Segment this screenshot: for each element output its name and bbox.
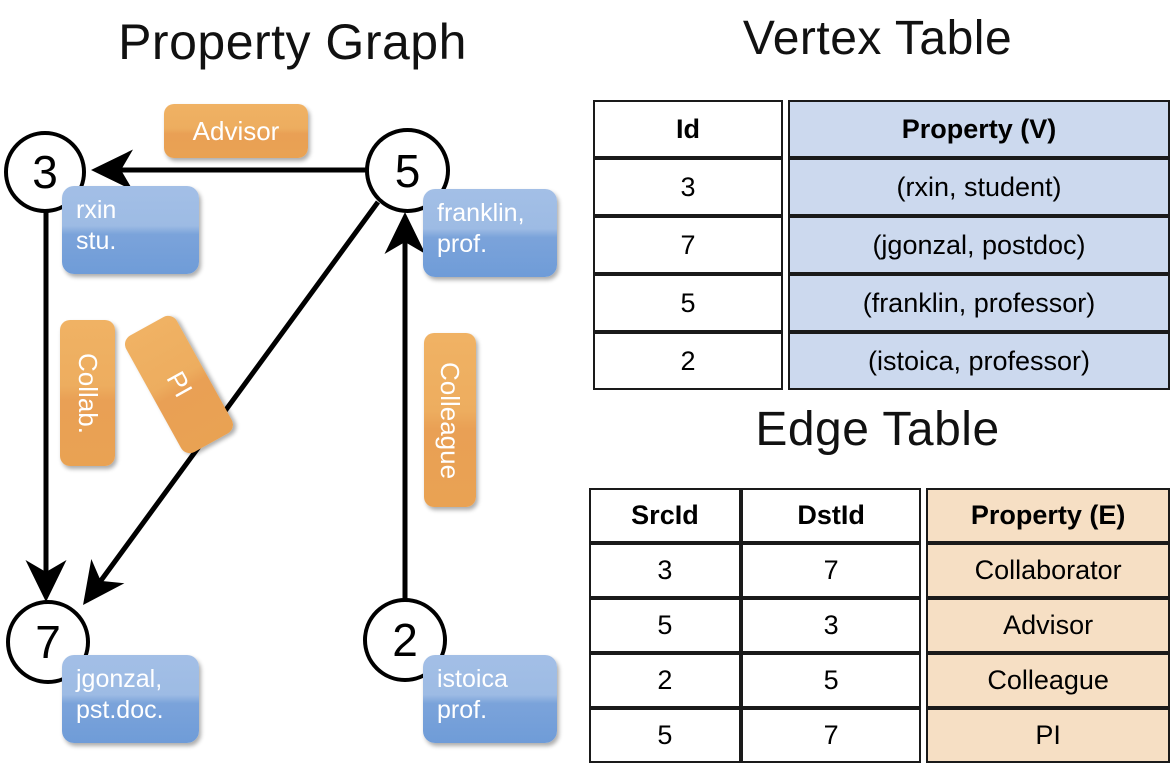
edge-table-header-row: SrcId DstId Property (E) (589, 488, 1170, 543)
graph-edge-label-colleague-text: Colleague (435, 361, 466, 479)
vertex-row-0-property: (rxin, student) (788, 158, 1170, 216)
table-row[interactable]: 5 3 Advisor (589, 598, 1170, 653)
graph-node-7-property-box[interactable]: jgonzal, pst.doc. (62, 655, 199, 743)
page-title-vertex-table: Vertex Table (742, 12, 1013, 65)
graph-node-2[interactable]: 2 (363, 598, 447, 682)
property-graph-diagram: 3 5 7 2 rxin stu. franklin, prof. jgonza… (0, 0, 585, 760)
edge-table-header-srcid: SrcId (589, 488, 741, 543)
table-row[interactable]: 3 7 Collaborator (589, 543, 1170, 598)
graph-node-5-property-line1: franklin, (437, 199, 525, 227)
graph-node-7-property-line1: jgonzal, (76, 665, 163, 693)
table-row[interactable]: 5 7 PI (589, 708, 1170, 763)
vertex-table-header-row: Id Property (V) (593, 100, 1170, 158)
edge-row-3-dstid: 7 (740, 708, 922, 763)
graph-node-7-property-line2: pst.doc. (76, 696, 164, 724)
graph-edge-label-colleague[interactable]: Colleague (424, 333, 476, 507)
graph-node-5-property-line2: prof. (437, 230, 488, 258)
vertex-table: Id Property (V) 3 (rxin, student) 7 (jgo… (593, 100, 1170, 390)
page-title-property-graph: Property Graph (118, 14, 467, 70)
graph-edge-arrows (25, 149, 426, 606)
graph-node-3-property-line1: rxin (76, 196, 117, 224)
edge-row-0-property: Collaborator (926, 543, 1170, 598)
graph-node-7-label: 7 (35, 616, 61, 668)
edge-table-header-property: Property (E) (926, 488, 1170, 543)
edge-row-3-property: PI (926, 708, 1170, 763)
edge-row-1-srcid: 5 (589, 598, 741, 653)
graph-node-3-label: 3 (32, 146, 58, 198)
edge-row-0-srcid: 3 (589, 543, 741, 598)
table-row[interactable]: 2 5 Colleague (589, 653, 1170, 708)
edge-row-2-property: Colleague (926, 653, 1170, 708)
table-row[interactable]: 3 (rxin, student) (593, 158, 1170, 216)
edge-table-header-dstid: DstId (740, 488, 922, 543)
edge-table: SrcId DstId Property (E) 3 7 Collaborato… (589, 488, 1170, 763)
edge-row-1-dstid: 3 (740, 598, 922, 653)
edge-row-0-dstid: 7 (740, 543, 922, 598)
edge-row-1-property: Advisor (926, 598, 1170, 653)
vertex-row-0-id: 3 (593, 158, 783, 216)
vertex-row-1-id: 7 (593, 216, 783, 274)
table-row[interactable]: 5 (franklin, professor) (593, 274, 1170, 332)
graph-node-5-property-box[interactable]: franklin, prof. (423, 189, 557, 277)
graph-edge-label-advisor[interactable]: Advisor (164, 104, 308, 158)
graph-edge-label-collab[interactable]: Collab. (60, 320, 115, 466)
edge-row-2-dstid: 5 (740, 653, 922, 708)
graph-node-2-label: 2 (392, 614, 418, 666)
graph-edge-label-pi-text: PI (160, 366, 199, 403)
edge-arrow-5-to-7 (83, 200, 381, 606)
vertex-row-3-id: 2 (593, 332, 783, 390)
vertex-table-header-id: Id (593, 100, 783, 158)
vertex-row-2-property: (franklin, professor) (788, 274, 1170, 332)
graph-node-2-property-box[interactable]: istoica prof. (423, 655, 557, 743)
graph-node-2-property-line1: istoica (437, 665, 508, 693)
table-row[interactable]: 7 (jgonzal, postdoc) (593, 216, 1170, 274)
vertex-row-3-property: (istoica, professor) (788, 332, 1170, 390)
graph-node-2-property-line2: prof. (437, 696, 488, 724)
graph-node-5-label: 5 (394, 144, 421, 197)
vertex-row-1-property: (jgonzal, postdoc) (788, 216, 1170, 274)
vertex-table-header-property: Property (V) (788, 100, 1170, 158)
graph-edge-label-collab-text: Collab. (73, 352, 103, 434)
edge-row-3-srcid: 5 (589, 708, 741, 763)
graph-node-3-property-line2: stu. (76, 227, 117, 255)
graph-node-3-property-box[interactable]: rxin stu. (62, 186, 199, 274)
graph-node-5[interactable]: 5 (365, 128, 450, 213)
graph-edge-label-advisor-text: Advisor (192, 115, 280, 146)
vertex-row-2-id: 5 (593, 274, 783, 332)
edge-row-2-srcid: 2 (589, 653, 741, 708)
page-title-edge-table: Edge Table (755, 403, 1000, 456)
table-row[interactable]: 2 (istoica, professor) (593, 332, 1170, 390)
